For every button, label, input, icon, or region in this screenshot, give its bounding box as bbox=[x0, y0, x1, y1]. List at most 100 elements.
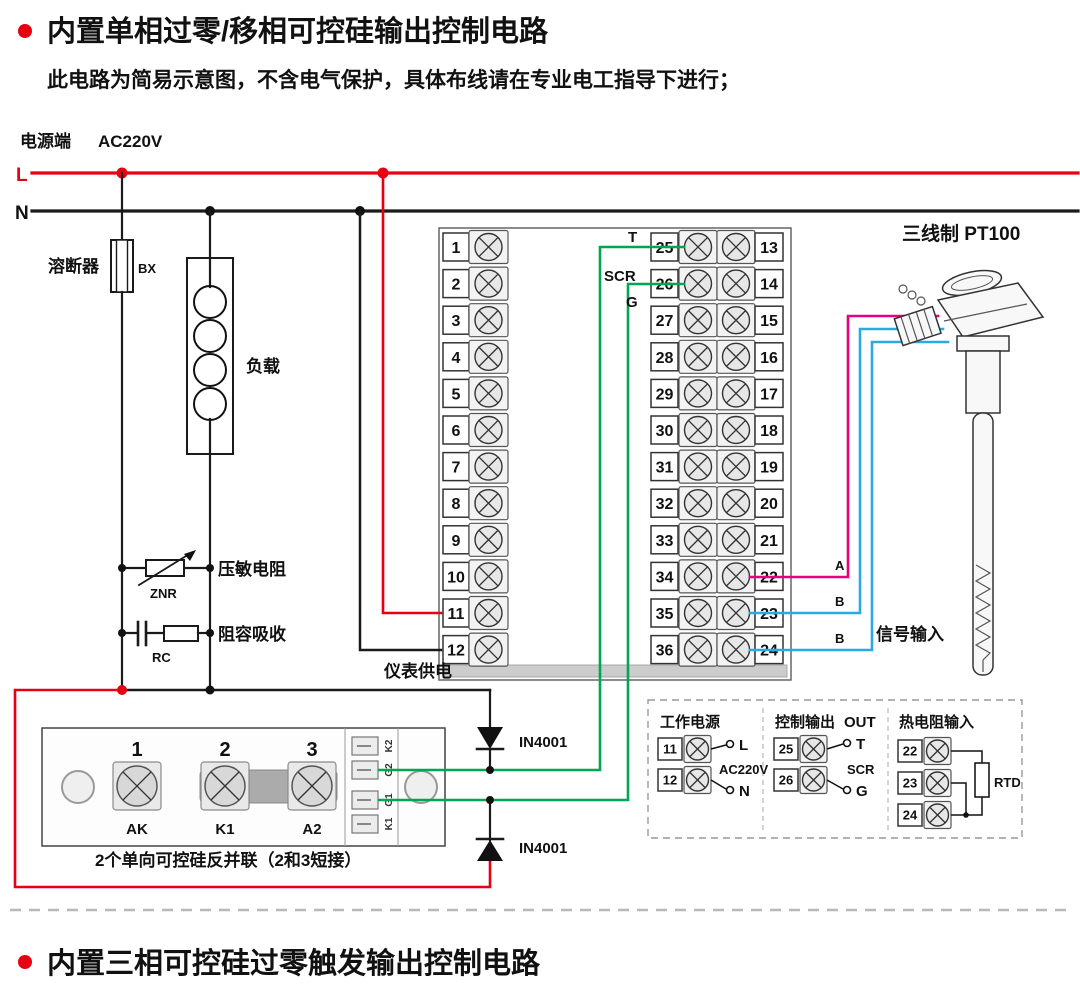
terminal-number-mid: 34 bbox=[656, 569, 674, 586]
terminal-number-right-box bbox=[754, 525, 784, 555]
terminal-number-right: 21 bbox=[760, 533, 778, 550]
screw-cross-icon bbox=[688, 310, 708, 330]
terminal-number-left: 3 bbox=[452, 313, 461, 330]
terminal-number-mid: 33 bbox=[656, 533, 674, 550]
terminal-number-mid: 36 bbox=[656, 643, 674, 660]
sensor-head bbox=[936, 282, 1045, 338]
pt100-sensor bbox=[893, 269, 1045, 676]
terminal-number-mid-box bbox=[650, 451, 679, 482]
scr-gate-wire-g bbox=[377, 282, 686, 802]
legend-wire bbox=[710, 744, 727, 750]
load-label: 负载 bbox=[246, 356, 280, 376]
screw-cross-icon bbox=[726, 456, 746, 477]
legend-rtd-code: RTD bbox=[994, 775, 1021, 790]
terminal-number-left-box bbox=[442, 268, 470, 299]
legend-node bbox=[842, 738, 852, 748]
diode2-symbol bbox=[477, 840, 503, 861]
legend-rtd-terminal: 22 bbox=[903, 744, 917, 759]
sensor-head-facet bbox=[943, 303, 1028, 322]
signal-input-label: 信号输入 bbox=[876, 624, 944, 644]
module-small-terminal-label: K1 bbox=[384, 817, 395, 830]
terminal-number-mid-box bbox=[650, 598, 679, 628]
sensor-title: 三线制 PT100 bbox=[902, 222, 1020, 245]
terminal-number-mid: 28 bbox=[656, 350, 674, 367]
terminal-number-left-box bbox=[442, 488, 470, 518]
terminal-number-right-box bbox=[754, 415, 784, 445]
screw-cross-icon bbox=[688, 493, 708, 513]
legend-wire bbox=[826, 779, 844, 790]
legend-power-n: N bbox=[739, 783, 750, 800]
screw-cross-icon bbox=[478, 310, 499, 330]
rc-resistor bbox=[163, 625, 199, 642]
sensor-fitting-body bbox=[893, 305, 942, 347]
terminal-number-mid: 25 bbox=[656, 240, 674, 257]
legend-wire bbox=[710, 779, 727, 790]
line-l-label: L bbox=[16, 165, 28, 186]
out-g-label: G bbox=[626, 294, 638, 311]
sensor-wire-a bbox=[748, 314, 940, 579]
screw-cross-icon bbox=[726, 383, 746, 404]
legend-power-terminal-box bbox=[657, 768, 683, 792]
legend-output-terminal: 25 bbox=[779, 742, 793, 757]
screw-cross-icon bbox=[726, 566, 746, 587]
fuse-symbol-inner bbox=[115, 239, 129, 293]
legend-node bbox=[725, 785, 735, 795]
terminal-number-mid-box bbox=[650, 378, 679, 409]
terminal-number-mid: 29 bbox=[656, 386, 674, 403]
junction-dot bbox=[963, 812, 969, 818]
screw-cross-icon bbox=[726, 603, 746, 623]
legend-rtd-terminal: 24 bbox=[903, 808, 918, 823]
sensor-upper-tube bbox=[965, 350, 1001, 414]
terminal-number-left: 10 bbox=[447, 569, 465, 586]
junction-dot bbox=[117, 685, 127, 695]
junction-dot bbox=[206, 629, 214, 637]
screw-cross-icon bbox=[478, 420, 499, 440]
junction-dot bbox=[205, 685, 215, 695]
terminal-number-mid-box bbox=[650, 342, 679, 372]
l-feed-wire bbox=[381, 171, 443, 615]
junction-dot bbox=[486, 766, 494, 774]
terminal-number-right: 14 bbox=[760, 277, 778, 294]
screw-cross-icon bbox=[726, 273, 746, 294]
out-t-label: T bbox=[628, 229, 637, 246]
sensor-thread bbox=[923, 309, 934, 337]
legend-output-terminal: 26 bbox=[779, 773, 793, 788]
legend-rtd-title: 热电阻输入 bbox=[899, 713, 974, 731]
screw-cross-icon bbox=[929, 743, 946, 759]
legend-power-title: 工作电源 bbox=[660, 713, 720, 731]
module-mount-hole bbox=[404, 770, 438, 804]
legend-output-t: T bbox=[856, 736, 865, 753]
screw-cross-icon bbox=[478, 603, 499, 623]
terminal-number-right: 13 bbox=[760, 240, 778, 257]
junction-dot bbox=[118, 564, 126, 572]
red-loop-wire bbox=[13, 688, 492, 889]
terminal-number-right-box bbox=[754, 305, 784, 335]
sensor-probe bbox=[972, 412, 994, 676]
terminal-number-left-box bbox=[442, 561, 470, 592]
legend-power-terminal: 12 bbox=[663, 773, 677, 788]
out-scr-label: SCR bbox=[604, 268, 636, 285]
screw-cross-icon bbox=[688, 347, 708, 367]
legend-output-g: G bbox=[856, 783, 868, 800]
terminal-number-left: 1 bbox=[452, 240, 461, 257]
rtd-resistor bbox=[974, 762, 990, 798]
screw-cross-icon bbox=[478, 566, 499, 587]
page-title: 内置单相过零/移相可控硅输出控制电路 bbox=[47, 14, 549, 48]
screw-cross-icon bbox=[478, 347, 499, 367]
diode1-label: IN4001 bbox=[519, 734, 567, 751]
legend-box bbox=[647, 699, 1023, 839]
screw-cross-icon bbox=[478, 237, 499, 257]
signal-b1-label: B bbox=[835, 594, 844, 609]
terminal-number-left-box bbox=[442, 598, 470, 628]
power-voltage-label: AC220V bbox=[98, 132, 163, 151]
screw-cross-icon bbox=[726, 420, 746, 440]
rc-label: 阻容吸收 bbox=[218, 624, 286, 644]
screw-cross-icon bbox=[688, 566, 708, 587]
sensor-thread bbox=[900, 316, 911, 344]
footer-title: 内置三相可控硅过零触发输出控制电路 bbox=[47, 946, 541, 980]
screw-cross-icon bbox=[688, 530, 708, 550]
terminal-number-left: 9 bbox=[452, 533, 461, 550]
legend-wire bbox=[826, 743, 844, 750]
sensor-thread bbox=[915, 311, 926, 339]
